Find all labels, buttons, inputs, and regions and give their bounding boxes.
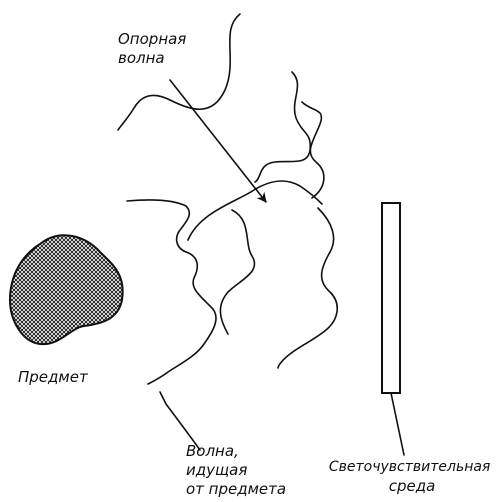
photosensitive-medium-label-line-2: среда (389, 477, 436, 495)
object-wavefront-4 (278, 208, 337, 368)
reference-wave-label-line-2: волна (118, 49, 165, 67)
photosensitive-plate (382, 203, 400, 393)
object-blob (10, 235, 123, 344)
plate-leader (391, 393, 404, 455)
photosensitive-medium-label: Светочувствительная среда (329, 457, 495, 495)
reference-wavefront-2 (255, 72, 310, 182)
photosensitive-medium-label-line-1: Светочувствительная (329, 459, 491, 475)
reference-wavefront-3 (302, 102, 324, 198)
object-wave-label-line-3: от предмета (186, 480, 286, 498)
object-wavefront-1 (127, 200, 216, 384)
reference-wave-label: Опорная волна (118, 30, 191, 67)
reference-wave-label-line-1: Опорная (118, 30, 186, 48)
object-wavefront-2 (188, 181, 322, 240)
object-wavefront-3 (220, 210, 254, 334)
object-wave-label: Волна, идущая от предмета (186, 442, 286, 498)
object-wave-label-line-2: идущая (186, 461, 247, 479)
reference-wave-arrow (170, 80, 266, 202)
object-label: Предмет (18, 368, 89, 386)
object-wave-label-line-1: Волна, (186, 442, 239, 460)
